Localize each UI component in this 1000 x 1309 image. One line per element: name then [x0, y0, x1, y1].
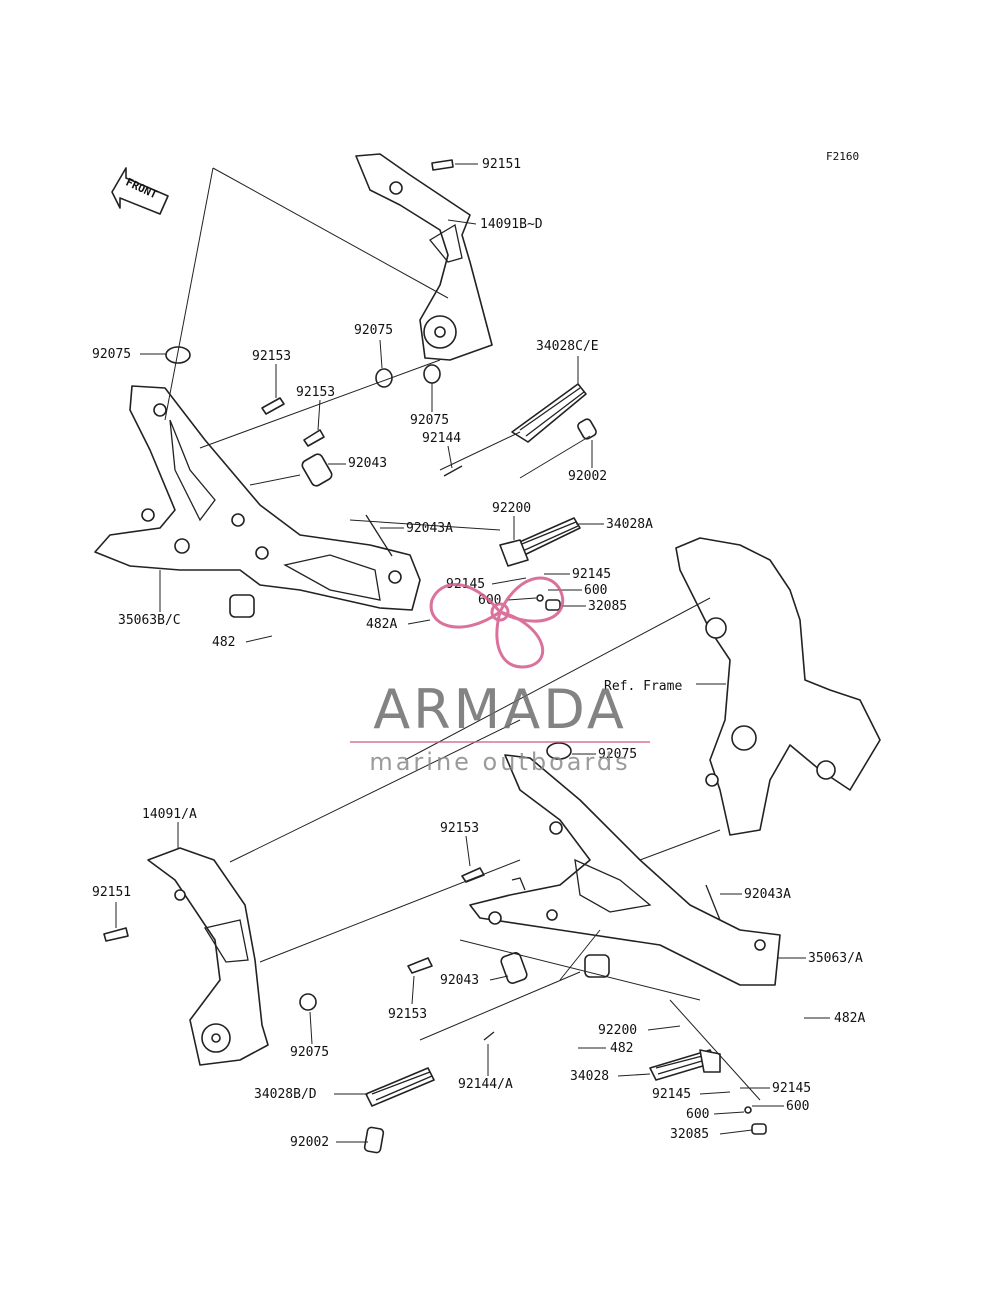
front-arrow-icon: FRONT — [111, 167, 169, 215]
callout-92145-a: 92145 — [572, 567, 611, 582]
footrest-bracket-lower — [469, 754, 781, 986]
pin-92043a-lower — [705, 884, 721, 921]
callout-92002-upper: 92002 — [568, 469, 607, 484]
spring-92144-upper — [443, 465, 463, 477]
callout-34028bd: 34028B/D — [254, 1087, 317, 1102]
reference-frame — [675, 537, 881, 836]
callout-35063bc: 35063B/C — [118, 613, 181, 628]
bolt-92153-a — [261, 397, 285, 415]
callout-92153-c: 92153 — [440, 821, 479, 836]
footpeg-upper-rear — [511, 383, 597, 443]
footpeg-lower-rear — [363, 1067, 435, 1154]
callout-35063a: 35063/A — [808, 951, 863, 966]
callout-92075-e: 92075 — [290, 1045, 329, 1060]
callout-92075-d: 92075 — [598, 747, 637, 762]
callout-92075-c: 92075 — [410, 413, 449, 428]
callout-92200-upper: 92200 — [492, 501, 531, 516]
washer-92075-c — [423, 364, 441, 384]
watermark-brand: ARMADA — [373, 678, 627, 741]
callout-92200-lower: 92200 — [598, 1023, 637, 1038]
diagram-code: F2160 — [826, 150, 859, 163]
callout-92151-lower: 92151 — [92, 885, 131, 900]
callout-92153-a: 92153 — [252, 349, 291, 364]
washer-92075-e — [299, 993, 317, 1011]
callout-34028: 34028 — [570, 1069, 609, 1084]
footpeg-upper-front — [499, 517, 581, 611]
footrest-bracket-upper — [94, 385, 421, 611]
footpeg-lower-front — [649, 1049, 767, 1135]
collar-lower — [584, 954, 610, 978]
callout-92043-upper: 92043 — [348, 456, 387, 471]
callout-92153-d: 92153 — [388, 1007, 427, 1022]
callout-92075-b: 92075 — [354, 323, 393, 338]
assembly-lines — [164, 167, 761, 1101]
callout-92144a: 92144/A — [458, 1077, 513, 1092]
callout-92144: 92144 — [422, 431, 461, 446]
callout-14091b: 14091B~D — [480, 217, 543, 232]
callout-482-lower: 482 — [610, 1041, 633, 1056]
callout-600-c: 600 — [786, 1099, 809, 1114]
callout-34028a: 34028A — [606, 517, 653, 532]
callout-600-a: 600 — [584, 583, 607, 598]
callout-34028ce: 34028C/E — [536, 339, 599, 354]
callout-14091a: 14091/A — [142, 807, 197, 822]
watermark: ARMADA marine outboards — [350, 576, 650, 776]
propeller-logo-icon — [429, 576, 565, 669]
bolt-92151-upper — [431, 159, 454, 171]
heel-guard-upper — [355, 153, 493, 361]
callout-92145-c: 92145 — [772, 1081, 811, 1096]
callout-482-upper: 482 — [212, 635, 235, 650]
heel-guard-lower — [147, 847, 269, 1066]
callout-482a-lower: 482A — [834, 1011, 865, 1026]
bolt-92153-c — [461, 867, 485, 883]
callout-ref-frame: Ref. Frame — [604, 679, 682, 694]
bolt-92151-lower — [103, 927, 129, 942]
callout-92043a-lower: 92043A — [744, 887, 791, 902]
bolt-92153-b — [303, 429, 325, 447]
callout-600-d: 600 — [686, 1107, 709, 1122]
collar-upper — [229, 594, 255, 618]
collar-92043-upper — [301, 453, 333, 487]
callout-92002-lower: 92002 — [290, 1135, 329, 1150]
spring-92144-lower — [483, 1031, 495, 1041]
watermark-subtitle: marine outboards — [369, 748, 630, 776]
bolt-92153-d — [407, 957, 433, 974]
callout-32085-upper: 32085 — [588, 599, 627, 614]
washer-92075-d — [546, 742, 572, 760]
washer-92075-a — [165, 346, 191, 364]
callout-92153-b: 92153 — [296, 385, 335, 400]
callout-92151-upper: 92151 — [482, 157, 521, 172]
callout-92145-d: 92145 — [652, 1087, 691, 1102]
callout-32085-lower: 32085 — [670, 1127, 709, 1142]
callout-92043-lower: 92043 — [440, 973, 479, 988]
callout-92075-a: 92075 — [92, 347, 131, 362]
callout-92043a-upper: 92043A — [406, 521, 453, 536]
callout-482a-upper: 482A — [366, 617, 397, 632]
